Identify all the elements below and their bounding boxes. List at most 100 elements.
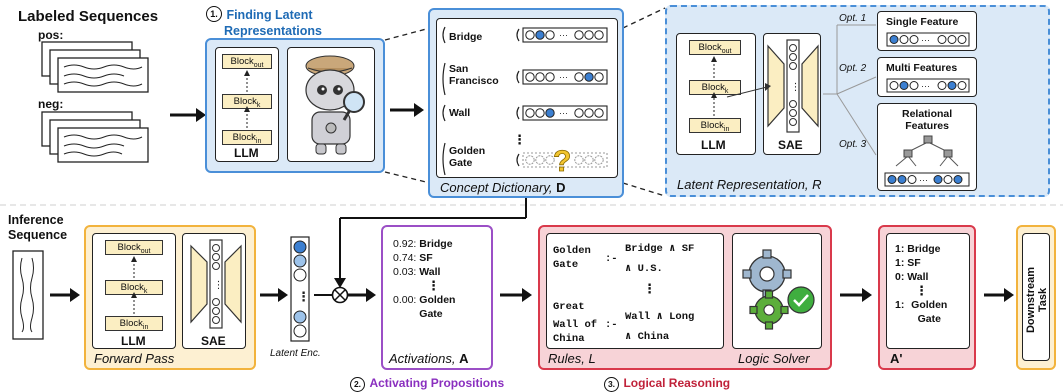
pos-label: pos: xyxy=(38,28,64,42)
concept-dict-caption: Concept Dictionary, D xyxy=(440,180,566,195)
activation-row: 0.03: Wall xyxy=(393,266,441,278)
svg-text:···: ··· xyxy=(919,175,928,185)
rules-caption: Rules, L xyxy=(548,351,596,366)
inference-document xyxy=(12,250,44,340)
opt3-label: Opt. 3 xyxy=(839,139,867,150)
concept-bridge: Bridge xyxy=(449,31,483,43)
sae-label-2: SAE xyxy=(201,334,226,348)
block-out-3: Blockout xyxy=(105,240,163,255)
block-in: Blockin xyxy=(222,130,272,145)
opt1-label: Opt. 1 xyxy=(839,13,867,24)
sae-icon: ⋮ xyxy=(190,239,242,329)
activation-row: 0.00: Golden Gate xyxy=(393,294,456,320)
arrow-icon xyxy=(500,288,532,302)
svg-text:⋮: ⋮ xyxy=(214,280,224,291)
tree-icon: ··· xyxy=(884,135,970,187)
forward-pass-box: Blockout Blockk Blockin LLM ⋮ SAE Forwar… xyxy=(84,225,256,370)
step1-title-line1: Finding Latent xyxy=(226,8,313,22)
gears-icon xyxy=(742,249,815,330)
step1-number: 1. xyxy=(206,6,222,22)
svg-text:···: ··· xyxy=(921,81,930,91)
activation-row: 0.74: SF xyxy=(393,252,433,264)
svg-text:···: ··· xyxy=(921,35,930,45)
llm-module: Blockout Blockk Blockin LLM xyxy=(215,47,279,162)
detective-robot-icon xyxy=(305,55,365,155)
multi-features-box: Multi Features ··· xyxy=(877,57,977,97)
a-prime-list: 1: Bridge 1: SF 0: Wall ⋮ 1: Golden Gate xyxy=(886,233,970,349)
sae-module-2: ⋮ SAE xyxy=(182,233,246,349)
block-in-3: Blockin xyxy=(105,316,163,331)
finding-latent-box: Blockout Blockk Blockin LLM xyxy=(205,38,385,173)
block-out-2: Blockout xyxy=(689,40,741,55)
a-prime-row: 1: SF xyxy=(895,257,921,269)
block-in-2: Blockin xyxy=(689,118,741,133)
arrow-icon xyxy=(50,288,80,302)
feature-vectors: ··· ··· ··· ? xyxy=(442,26,608,178)
arrow-icon xyxy=(170,108,206,122)
a-prime-box: 1: Bridge 1: SF 0: Wall ⋮ 1: Golden Gate… xyxy=(878,225,976,370)
activations-box: 0.92: Bridge 0.74: SF 0.03: Wall ⋮ 0.00:… xyxy=(381,225,493,370)
concept-san-francisco: San Francisco xyxy=(449,63,499,87)
a-prime-row: 1: Golden Gate xyxy=(895,299,948,325)
labeled-sequences-title: Labeled Sequences xyxy=(18,8,159,25)
llm-label-2: LLM xyxy=(701,138,726,152)
sae-icon: ⋮ xyxy=(767,39,819,133)
multi-features-label: Multi Features xyxy=(886,62,958,74)
rule2-implies: :- xyxy=(605,319,618,331)
concept-dictionary-box: Bridge San Francisco Wall ⋮ Golden Gate xyxy=(428,8,624,198)
opt2-label: Opt. 2 xyxy=(839,63,867,74)
logic-solver-frame xyxy=(732,233,822,349)
latent-encoding-vector: ⋮ xyxy=(290,236,310,342)
step1-title-line2: Representations xyxy=(224,24,322,38)
arrow-icon xyxy=(840,288,872,302)
arrow-icon xyxy=(260,288,288,302)
detective-robot-frame xyxy=(287,47,375,162)
rule1-implies: :- xyxy=(605,253,618,265)
svg-text:⋮: ⋮ xyxy=(791,82,801,93)
latent-enc-label: Latent Enc. xyxy=(270,348,321,359)
question-mark-icon: ? xyxy=(553,145,571,178)
logic-solver-caption: Logic Solver xyxy=(738,351,810,366)
arrow-icon xyxy=(984,288,1014,302)
activation-list: 0.92: Bridge 0.74: SF 0.03: Wall ⋮ 0.00:… xyxy=(393,237,463,321)
multi-features-vector: ··· xyxy=(886,78,970,93)
single-feature-label: Single Feature xyxy=(886,16,959,28)
llm-label-3: LLM xyxy=(121,334,146,348)
svg-text:⋮: ⋮ xyxy=(297,289,310,304)
multiply-icon xyxy=(331,286,349,304)
svg-text:···: ··· xyxy=(559,30,568,40)
latent-representation-box: Blockout Blockk Blockin LLM ⋮ SAE xyxy=(665,5,1050,197)
activation-row: 0.92: Bridge xyxy=(393,238,453,250)
arrow-icon xyxy=(390,103,424,117)
neg-label: neg: xyxy=(38,97,64,111)
a-prime-caption: A' xyxy=(890,351,903,366)
svg-text:···: ··· xyxy=(559,72,568,82)
step2-title: 2. Activating Propositions xyxy=(350,374,504,392)
single-feature-vector: ··· xyxy=(886,32,970,47)
sae-label: SAE xyxy=(778,138,803,152)
sequence-documents xyxy=(41,41,149,163)
single-feature-box: Single Feature ··· xyxy=(877,11,977,51)
step1-title: 1. Finding Latent Representations xyxy=(206,6,322,38)
sae-module: ⋮ SAE xyxy=(763,33,821,155)
llm-module-2: Blockout Blockk Blockin LLM xyxy=(676,33,756,155)
step3-title: 3. Logical Reasoning xyxy=(604,374,730,392)
concept-golden-gate: Golden Gate xyxy=(449,145,486,169)
svg-text:···: ··· xyxy=(559,108,568,118)
a-prime-row: 0: Wall xyxy=(895,271,929,283)
concept-wall: Wall xyxy=(449,107,471,119)
rule1-body: Bridge ∧ SF∧ U.S. xyxy=(625,243,695,275)
option-branches xyxy=(726,24,877,156)
